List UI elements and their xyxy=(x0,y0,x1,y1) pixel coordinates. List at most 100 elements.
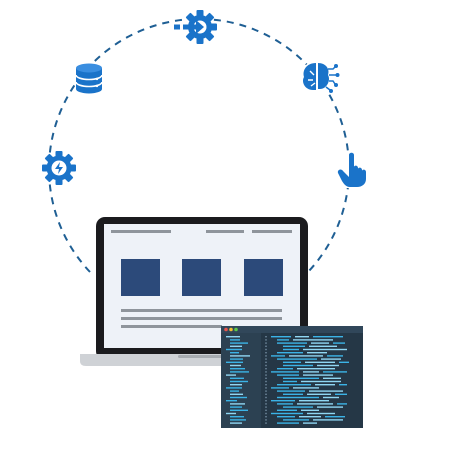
line-number-mark xyxy=(265,336,267,338)
sidebar-tree-line xyxy=(230,339,240,341)
code-line-segment xyxy=(307,393,331,395)
line-number-mark xyxy=(265,406,267,408)
line-number-mark xyxy=(265,339,267,341)
sidebar-tree-line xyxy=(230,377,244,379)
screen-text-line xyxy=(121,325,222,328)
sidebar-tree-line xyxy=(230,358,243,360)
code-line-segment xyxy=(277,409,297,411)
code-line-segment xyxy=(309,390,343,392)
code-line-segment xyxy=(301,409,319,411)
code-line-segment xyxy=(297,368,335,370)
code-line-segment xyxy=(297,403,333,405)
editor-title-bar xyxy=(221,326,363,333)
code-line-segment xyxy=(299,416,321,418)
code-line-segment xyxy=(317,406,343,408)
line-number-mark xyxy=(265,361,267,363)
code-line-segment xyxy=(307,412,335,415)
editor-maximize-button xyxy=(234,327,238,332)
screen-content-tile xyxy=(244,259,283,296)
sidebar-tree-line xyxy=(230,403,245,405)
code-line-segment xyxy=(313,336,343,338)
code-line-segment xyxy=(301,380,341,383)
screen-header-line xyxy=(206,230,244,233)
code-line-segment xyxy=(295,336,309,338)
code-line-segment xyxy=(271,400,295,402)
line-number-mark xyxy=(265,400,267,402)
sidebar-tree-line xyxy=(230,416,244,418)
code-line-segment xyxy=(315,384,335,386)
code-line-segment xyxy=(283,364,313,367)
sidebar-tree-line xyxy=(226,336,240,338)
line-number-mark xyxy=(265,364,267,367)
screen-header-line xyxy=(111,230,171,233)
ai-brain-circuit-icon xyxy=(301,60,340,94)
sidebar-tree-line xyxy=(226,387,242,389)
code-line-segment xyxy=(283,345,305,347)
screen-header-line xyxy=(252,230,292,233)
line-number-mark xyxy=(265,377,267,379)
code-line-segment xyxy=(277,352,303,354)
code-line-segment xyxy=(327,355,343,357)
editor-sidebar-lines xyxy=(226,336,250,424)
line-number-mark xyxy=(265,371,267,373)
code-line-segment xyxy=(277,390,305,392)
code-editor-window xyxy=(221,326,363,428)
line-number-mark xyxy=(265,387,267,389)
code-line-segment xyxy=(323,377,341,379)
code-line-segment xyxy=(325,416,345,418)
editor-line-numbers xyxy=(265,336,267,424)
code-line-segment xyxy=(283,377,319,379)
code-line-segment xyxy=(299,400,329,402)
laptop xyxy=(80,217,326,366)
line-number-mark xyxy=(265,342,267,344)
line-number-mark xyxy=(265,380,267,383)
code-line-segment xyxy=(303,374,333,376)
code-line-segment xyxy=(311,342,329,344)
code-line-segment xyxy=(283,361,301,363)
line-number-mark xyxy=(265,348,267,351)
code-line-segment xyxy=(323,396,339,399)
screen-content-tile xyxy=(182,259,221,296)
line-number-mark xyxy=(265,384,267,386)
code-line-segment xyxy=(309,345,337,347)
sidebar-tree-line xyxy=(230,393,243,395)
code-line-segment xyxy=(283,393,303,395)
code-line-segment xyxy=(271,387,289,389)
sidebar-tree-line xyxy=(230,419,246,421)
code-line-segment xyxy=(277,358,317,360)
code-line-segment xyxy=(293,339,333,341)
sidebar-tree-line xyxy=(230,371,249,373)
code-line-segment xyxy=(313,419,343,421)
code-line-segment xyxy=(317,364,339,367)
line-number-mark xyxy=(265,390,267,392)
sidebar-tree-line xyxy=(226,412,236,415)
editor-minimize-button xyxy=(229,327,233,332)
pointer-hand-icon xyxy=(337,152,366,188)
code-line-segment xyxy=(321,358,341,360)
code-line-segment xyxy=(283,348,299,351)
code-line-segment xyxy=(303,348,347,351)
database-icon xyxy=(75,63,103,94)
line-number-mark xyxy=(265,412,267,415)
code-line-segment xyxy=(283,406,313,408)
sidebar-tree-line xyxy=(230,380,248,383)
laptop-base-notch xyxy=(178,355,226,358)
code-line-segment xyxy=(289,355,323,357)
code-line-segment xyxy=(277,403,293,405)
code-line-segment xyxy=(303,422,317,424)
sidebar-tree-line xyxy=(230,422,242,424)
line-number-mark xyxy=(265,368,267,370)
code-line-segment xyxy=(271,412,303,415)
line-number-mark xyxy=(265,374,267,376)
sidebar-tree-line xyxy=(230,384,242,386)
line-number-mark xyxy=(265,422,267,424)
line-number-mark xyxy=(265,358,267,360)
sidebar-tree-line xyxy=(226,348,242,351)
editor-close-button xyxy=(224,327,228,332)
sidebar-tree-line xyxy=(226,361,243,363)
sidebar-tree-line xyxy=(230,396,247,399)
sidebar-tree-line xyxy=(230,355,250,357)
code-line-segment xyxy=(271,355,285,357)
